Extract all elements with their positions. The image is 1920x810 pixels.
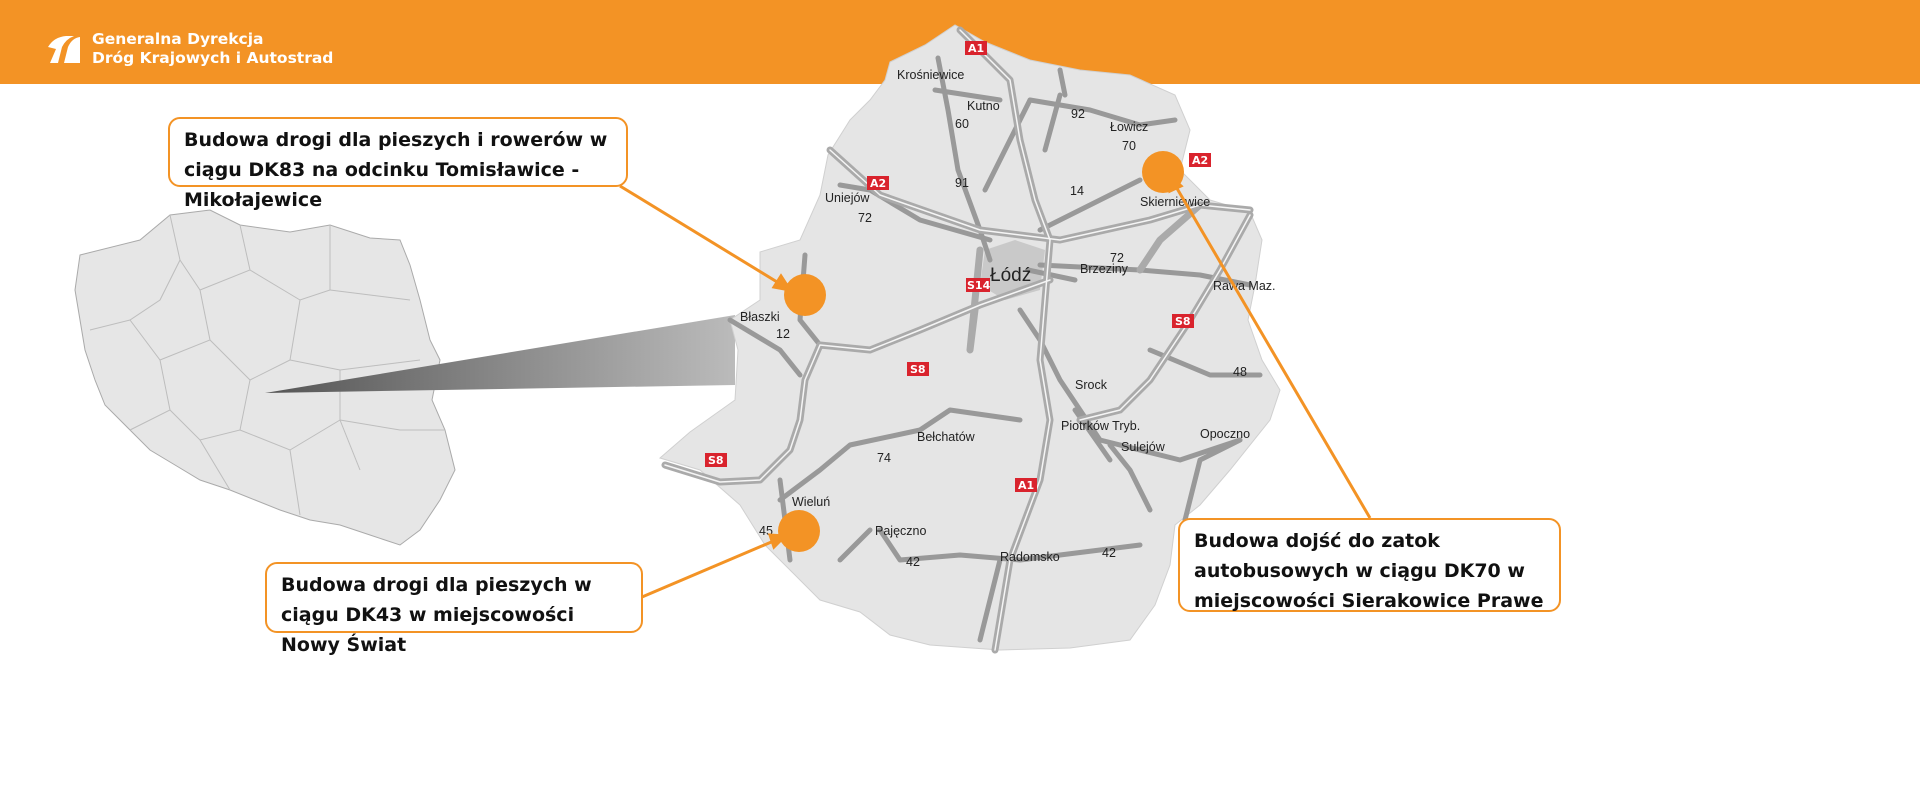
road-number: 74 [877, 451, 891, 465]
place-brzeziny: Brzeziny [1080, 262, 1129, 276]
road-number: 42 [1102, 546, 1116, 560]
place-sulejow: Sulejów [1121, 440, 1166, 454]
svg-text:S8: S8 [708, 454, 724, 467]
place-pajeczno: Pajęczno [875, 524, 926, 538]
svg-text:A2: A2 [1192, 154, 1208, 167]
place-blaszki: Błaszki [740, 310, 780, 324]
project-marker-dk43[interactable] [778, 510, 820, 552]
org-name-line1: Generalna Dyrekcja [92, 30, 264, 48]
shield-s8-center: S8 [907, 362, 929, 376]
road-number: 72 [858, 211, 872, 225]
svg-text:S14: S14 [967, 279, 991, 292]
poland-voivodeship-borders [89, 214, 445, 516]
road-number: 14 [1070, 184, 1084, 198]
zoom-wedge [265, 315, 735, 393]
svg-text:A1: A1 [1018, 479, 1034, 492]
place-lodz: Łódź [990, 265, 1031, 286]
roads [661, 26, 1263, 654]
road-number: 70 [1122, 139, 1136, 153]
shield-a1-north: A1 [965, 41, 987, 55]
project-marker-dk70[interactable] [1142, 151, 1184, 193]
project-marker-dk83[interactable] [784, 274, 826, 316]
org-name-line2: Dróg Krajowych i Autostrad [92, 49, 334, 67]
shield-s14: S14 [966, 278, 991, 292]
place-rawa-maz: Rawa Maz. [1213, 279, 1276, 293]
shield-a2-east: A2 [1189, 153, 1211, 167]
road-number: 12 [776, 327, 790, 341]
svg-text:S8: S8 [1175, 315, 1191, 328]
place-lowicz: Łowicz [1110, 120, 1148, 134]
place-uniejow: Uniejów [825, 191, 870, 205]
place-belchatow: Bełchatów [917, 430, 976, 444]
shield-s8-west: S8 [705, 453, 727, 467]
place-wielun: Wieluń [792, 495, 830, 509]
callout-dk43: Budowa drogi dla pieszych w ciągu DK43 w… [265, 562, 643, 656]
svg-text:A2: A2 [870, 177, 886, 190]
callout-dk70: Budowa dojść do zatok autobusowych w cią… [1178, 518, 1561, 612]
place-opoczno: Opoczno [1200, 427, 1250, 441]
road-number: 92 [1071, 107, 1085, 121]
shield-a1-south: A1 [1015, 478, 1037, 492]
shield-a2-west: A2 [867, 176, 889, 190]
svg-text:S8: S8 [910, 363, 926, 376]
road-number: 91 [955, 176, 969, 190]
road-number: 48 [1233, 365, 1247, 379]
gddkia-logo[interactable]: Generalna Dyrekcja Dróg Krajowych i Auto… [46, 30, 333, 68]
road-number: 72 [1110, 251, 1124, 265]
svg-text:A1: A1 [968, 42, 984, 55]
road-logo-icon [48, 36, 80, 63]
place-krosniewice: Krośniewice [897, 68, 964, 82]
road-number: 60 [955, 117, 969, 131]
place-kutno: Kutno [967, 99, 1000, 113]
place-skierniewice: Skierniewice [1140, 195, 1210, 209]
place-srock: Srock [1075, 378, 1108, 392]
road-number: 42 [906, 555, 920, 569]
shield-s8-east: S8 [1172, 314, 1194, 328]
place-piotrkow-tryb: Piotrków Tryb. [1061, 419, 1140, 433]
place-radomsko: Radomsko [1000, 550, 1060, 564]
callout-dk83: Budowa drogi dla pieszych i rowerów w ci… [168, 117, 628, 211]
